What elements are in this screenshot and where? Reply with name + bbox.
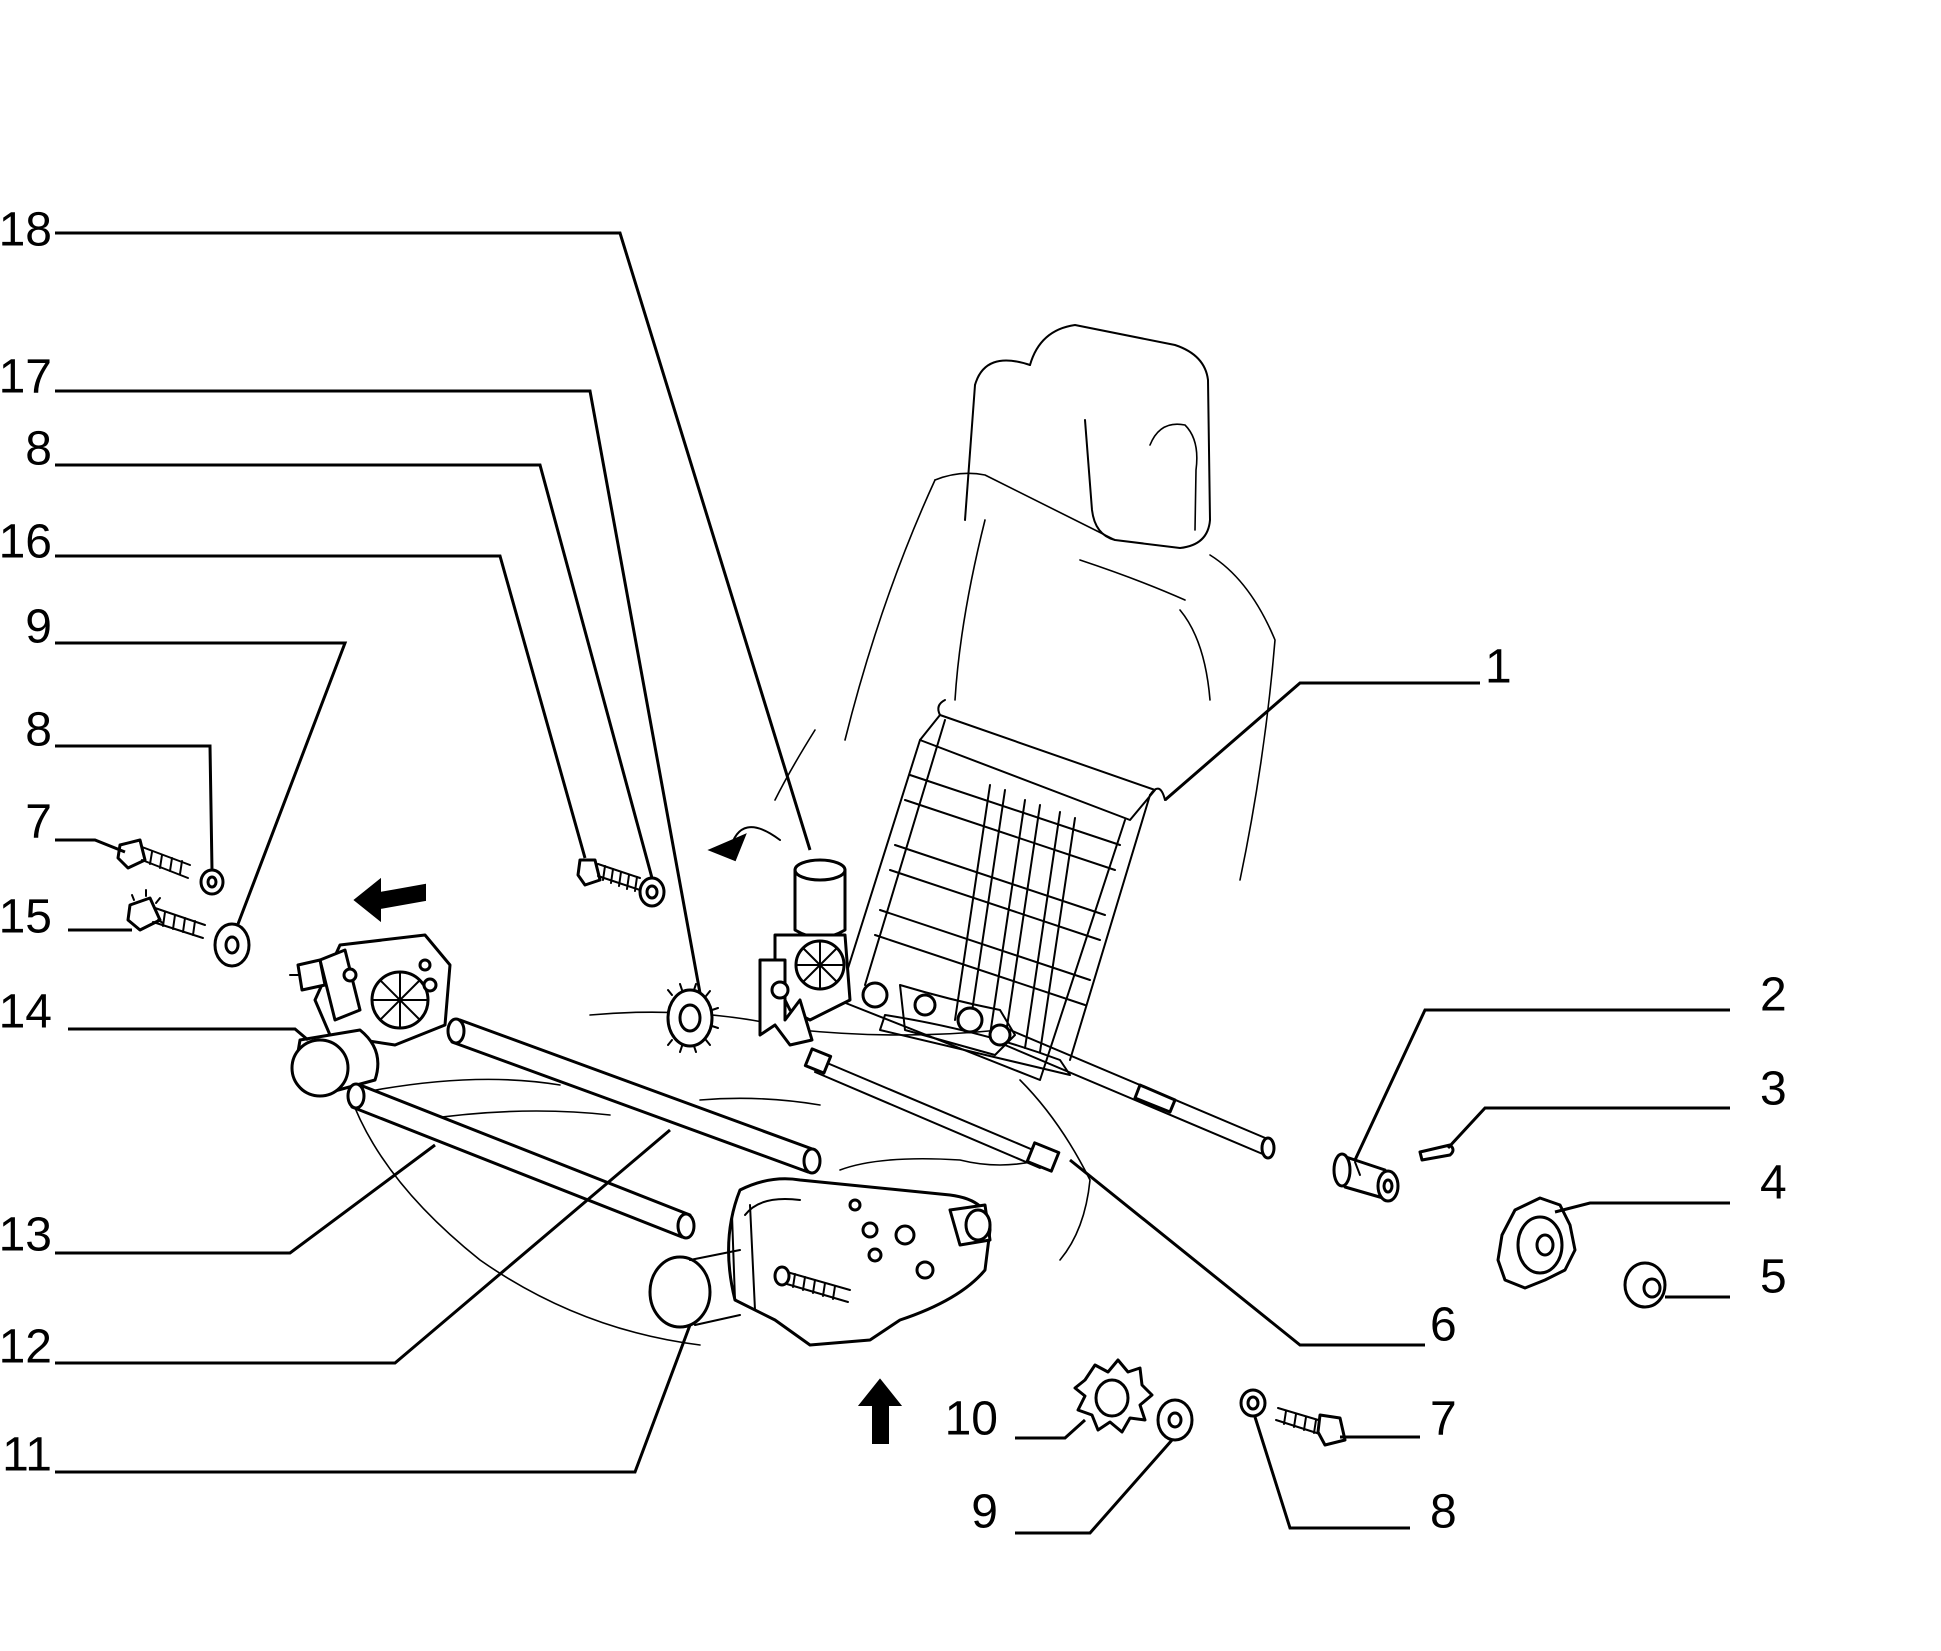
bolt-part-15: [126, 889, 206, 939]
washer-part-9-left: [213, 922, 251, 968]
gear-part-10: [1073, 1358, 1154, 1434]
leader-10: [1015, 1418, 1087, 1440]
leader-7-left: [55, 838, 126, 854]
motor-assembly-left: [289, 933, 452, 1047]
leader-8-left: [55, 744, 214, 871]
seat-outline: [349, 324, 1276, 1346]
leader-lines: [55, 231, 1730, 1535]
callout-8-bottom: 8: [1430, 1486, 1457, 1539]
rotation-arrow: [707, 826, 781, 862]
leader-16: [55, 554, 587, 859]
callout-1: 1: [1485, 641, 1512, 694]
leader-14: [68, 1027, 309, 1042]
motor-part-14: [290, 1028, 380, 1098]
leader-17: [55, 389, 702, 994]
callout-10: 10: [945, 1393, 998, 1446]
direction-arrow-left: [353, 877, 426, 923]
leader-11: [55, 1324, 692, 1474]
washer-part-9-bottom: [1156, 1398, 1194, 1442]
screw-part-16: [576, 858, 641, 892]
callout-16: 16: [0, 516, 52, 569]
callout-labels: 18 17 8 16 9 8 7 15 14 13 12 11 1 2 3 4 …: [0, 204, 1787, 1539]
bushing-part-2: [1332, 1152, 1400, 1203]
bolt-part-7-left: [116, 838, 191, 879]
callout-18: 18: [0, 204, 52, 257]
callout-14: 14: [0, 986, 52, 1039]
cap-part-5: [1623, 1261, 1667, 1309]
callout-8-top: 8: [25, 423, 52, 476]
callout-3: 3: [1760, 1063, 1787, 1116]
callout-7-bottom: 7: [1430, 1393, 1457, 1446]
bolt-part-7-bottom: [1275, 1407, 1347, 1447]
callout-7-left: 7: [25, 796, 52, 849]
callout-5: 5: [1760, 1251, 1787, 1304]
backrest-frame: [837, 699, 1276, 1160]
rod-part-6: [803, 1047, 1061, 1173]
callout-4: 4: [1760, 1157, 1787, 1210]
leader-3: [1446, 1106, 1730, 1150]
leader-12: [55, 1128, 671, 1365]
leader-8-top: [55, 463, 654, 879]
leader-6: [1069, 1158, 1425, 1347]
rod-part-13: [346, 1082, 696, 1240]
knob-part-4: [1496, 1196, 1577, 1290]
leader-13: [55, 1143, 436, 1255]
callout-12: 12: [0, 1321, 52, 1374]
leader-2: [1353, 1008, 1730, 1161]
leader-8-bottom: [1253, 1416, 1410, 1530]
leader-9-bottom: [1015, 1439, 1174, 1535]
gear-part-17: [666, 983, 719, 1053]
leader-1: [1164, 681, 1480, 802]
callout-13: 13: [0, 1209, 52, 1262]
washer-part-8-bottom: [1239, 1388, 1267, 1418]
callout-9-bottom: 9: [971, 1486, 998, 1539]
washer-part-8-top: [638, 876, 666, 908]
leader-4: [1554, 1201, 1730, 1214]
callout-2: 2: [1760, 969, 1787, 1022]
gearbox-part-11: [648, 1177, 992, 1347]
callout-15: 15: [0, 891, 52, 944]
callout-9-left: 9: [25, 601, 52, 654]
rod-part-12: [446, 1017, 822, 1175]
callout-17: 17: [0, 351, 52, 404]
leader-9-left: [55, 641, 348, 925]
motor-part-18: [758, 858, 852, 1047]
callout-8-left: 8: [25, 704, 52, 757]
leader-18: [55, 231, 812, 851]
callout-6: 6: [1430, 1299, 1457, 1352]
callout-11: 11: [2, 1429, 52, 1482]
washer-part-8-left: [199, 868, 225, 896]
direction-arrow-up: [857, 1378, 903, 1444]
